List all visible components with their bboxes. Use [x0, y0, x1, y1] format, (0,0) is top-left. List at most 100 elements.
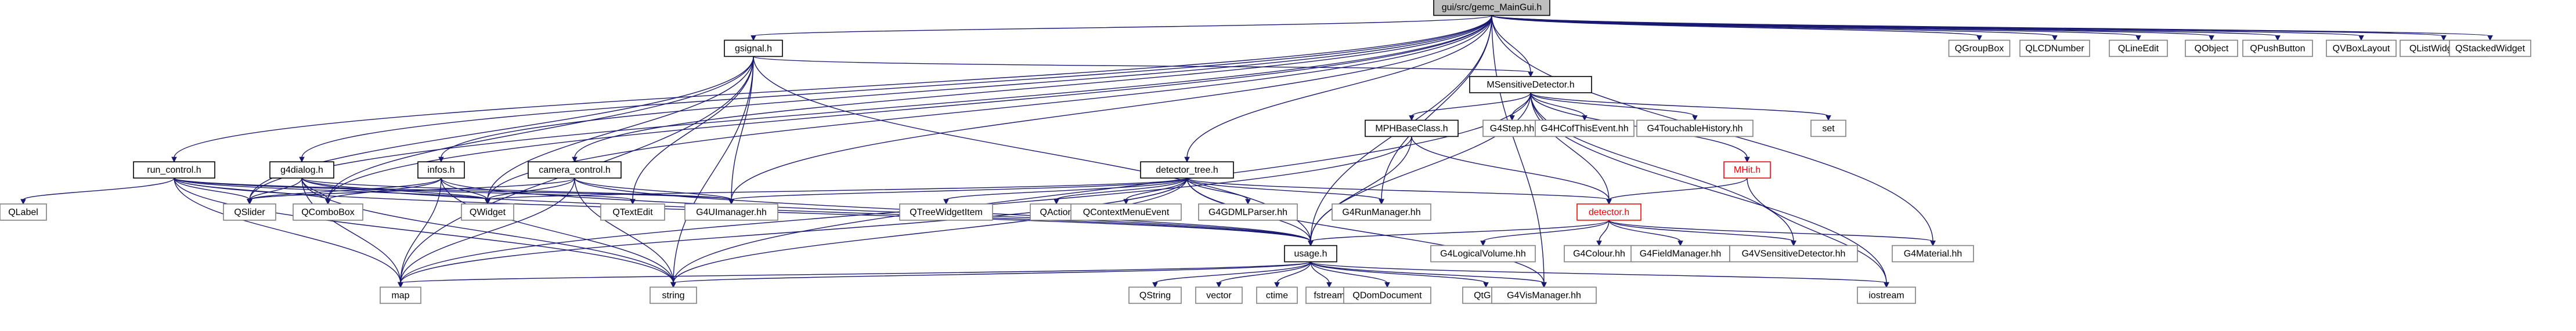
- node-box-g4gdml: [1198, 203, 1298, 221]
- arrowhead-dtree-to-g4run: [1379, 199, 1384, 205]
- edge-g4dialog-to-usage: [301, 177, 1311, 242]
- edge-msens-to-string: [673, 92, 1531, 283]
- node-label-qslider: QSlider: [234, 208, 265, 217]
- arrowhead-detector-to-g4logvol: [1480, 241, 1486, 246]
- node-mhit[interactable]: MHit.h: [1723, 161, 1771, 179]
- node-camera[interactable]: camera_control.h: [528, 161, 622, 179]
- node-qpush: QPushButton: [2242, 39, 2313, 57]
- node-set: set: [1810, 119, 1846, 137]
- node-label-qlcd: QLCDNumber: [2025, 43, 2084, 53]
- node-label-g4run: G4RunManager.hh: [1342, 208, 1420, 217]
- edge-usage-to-string: [673, 261, 1311, 284]
- arrowhead-run-to-qlabel: [20, 199, 26, 205]
- node-dtree[interactable]: detector_tree.h: [1140, 161, 1234, 179]
- node-box-qlcd: [2019, 39, 2090, 57]
- edge-gsignal-to-qcombobox: [327, 56, 754, 200]
- node-label-mphb: MPHBaseClass.h: [1375, 123, 1448, 133]
- arrowhead-usage-to-g4vis: [1541, 282, 1547, 288]
- edge-usage-to-iostream: [1310, 261, 1887, 284]
- arrowhead-usage-to-qstring: [1152, 282, 1158, 288]
- node-g4colour: G4Colour.hh: [1564, 245, 1635, 263]
- node-label-g4vis: G4VisManager.hh: [1507, 290, 1581, 300]
- edge-gsignal-to-string: [673, 56, 754, 283]
- node-label-vector: vector: [1206, 290, 1232, 300]
- edge-dtree-to-qwidget: [487, 177, 1188, 201]
- edge-usage-to-fstream: [1310, 261, 1330, 283]
- edge-detector-to-g4field: [1608, 220, 1681, 242]
- node-msens[interactable]: MSensitiveDetector.h: [1469, 76, 1592, 93]
- node-box-g4run: [1332, 203, 1431, 221]
- node-mphb[interactable]: MPHBaseClass.h: [1365, 119, 1459, 137]
- node-label-camera: camera_control.h: [539, 165, 611, 175]
- node-label-g4gdml: G4GDMLParser.hh: [1208, 208, 1287, 217]
- node-qvbox: QVBoxLayout: [2326, 39, 2397, 57]
- edge-dtree-to-qaction: [1056, 177, 1188, 201]
- arrowhead-dtree-to-g4ui: [728, 199, 734, 205]
- node-label-string: string: [662, 290, 684, 300]
- node-box-g4dialog: [269, 161, 334, 179]
- node-qlcd: QLCDNumber: [2019, 39, 2090, 57]
- node-detector[interactable]: detector.h: [1576, 203, 1641, 221]
- node-box-set: [1810, 119, 1846, 137]
- node-run[interactable]: run_control.h: [133, 161, 215, 179]
- edge-g4dialog-to-g4ui: [301, 177, 732, 201]
- edge-camera-to-map: [400, 178, 575, 283]
- node-g4vis: G4VisManager.hh: [1491, 286, 1597, 304]
- node-label-qobject: QObject: [2195, 43, 2229, 53]
- node-g4vsens: G4VSensitiveDetector.hh: [1729, 245, 1858, 263]
- edge-gsignal-to-qtextedit: [632, 56, 754, 200]
- node-label-qaction: QAction: [1040, 208, 1073, 217]
- node-label-qctx: QContextMenuEvent: [1083, 208, 1170, 217]
- edge-main-to-camera: [574, 15, 1492, 158]
- node-usage[interactable]: usage.h: [1284, 245, 1337, 263]
- arrowhead-dtree-to-qwidget: [485, 199, 490, 205]
- node-label-detector: detector.h: [1589, 208, 1629, 217]
- node-box-dtree: [1140, 161, 1234, 179]
- node-box-g4step: [1482, 119, 1542, 137]
- node-infos[interactable]: infos.h: [417, 161, 465, 179]
- node-box-qctx: [1070, 203, 1182, 221]
- node-label-qlabel: QLabel: [8, 208, 38, 217]
- node-qlabel: QLabel: [0, 203, 47, 221]
- edge-mphb-to-usage: [1310, 136, 1412, 242]
- edge-usage-to-qtgui: [1310, 261, 1487, 284]
- nodes-layer: gui/src/gemc_MainGui.h gsignal.hMSensitiv…: [0, 0, 2531, 304]
- arrowhead-msens-to-g4hcof: [1582, 115, 1588, 121]
- node-string: string: [650, 286, 697, 304]
- arrowhead-detector-to-g4colour: [1596, 241, 1602, 246]
- arrowhead-main-to-qgroupbox: [1976, 35, 1982, 41]
- node-label-qdom: QDomDocument: [1352, 290, 1422, 300]
- edge-camera-to-qslider: [249, 177, 575, 201]
- node-label-qgroupbox: QGroupBox: [1955, 43, 2004, 53]
- arrowhead-usage-to-iostream: [1884, 282, 1889, 288]
- node-g4touch: G4TouchableHistory.hh: [1636, 119, 1754, 137]
- node-qtextedit: QTextEdit: [600, 203, 665, 221]
- edge-usage-to-ctime: [1276, 261, 1311, 283]
- node-box-main: [1433, 0, 1550, 16]
- edge-run-to-g4ui: [174, 177, 732, 201]
- edge-main-to-g4ui: [731, 15, 1492, 200]
- arrowhead-main-to-qlistw: [2441, 35, 2447, 41]
- node-label-qstacked: QStackedWidget: [2455, 43, 2526, 53]
- edge-dtree-to-qctx: [1125, 177, 1188, 201]
- edge-detector-to-usage: [1310, 220, 1610, 242]
- edge-msens-to-set: [1530, 92, 1829, 117]
- node-box-gsignal: [724, 39, 783, 57]
- edge-usage-to-qstring: [1154, 261, 1311, 284]
- edge-main-to-gsignal: [753, 14, 1492, 37]
- edge-dtree-to-g4ui: [731, 177, 1188, 201]
- node-label-ctime: ctime: [1266, 290, 1288, 300]
- node-g4dialog[interactable]: g4dialog.h: [269, 161, 334, 179]
- node-label-g4vsens: G4VSensitiveDetector.hh: [1742, 249, 1846, 259]
- node-box-qwidget: [461, 203, 514, 221]
- arrowhead-main-to-gsignal: [751, 35, 756, 41]
- node-label-g4touch: G4TouchableHistory.hh: [1647, 123, 1742, 133]
- arrowhead-detector-to-g4mat: [1930, 241, 1936, 246]
- node-label-qcombobox: QComboBox: [301, 208, 355, 217]
- edge-main-to-infos: [441, 15, 1492, 158]
- arrowhead-usage-to-ctime: [1274, 282, 1280, 288]
- node-main[interactable]: gui/src/gemc_MainGui.h: [1433, 0, 1550, 16]
- node-iostream: iostream: [1857, 286, 1916, 304]
- node-gsignal[interactable]: gsignal.h: [724, 39, 783, 57]
- node-box-qdom: [1343, 286, 1431, 304]
